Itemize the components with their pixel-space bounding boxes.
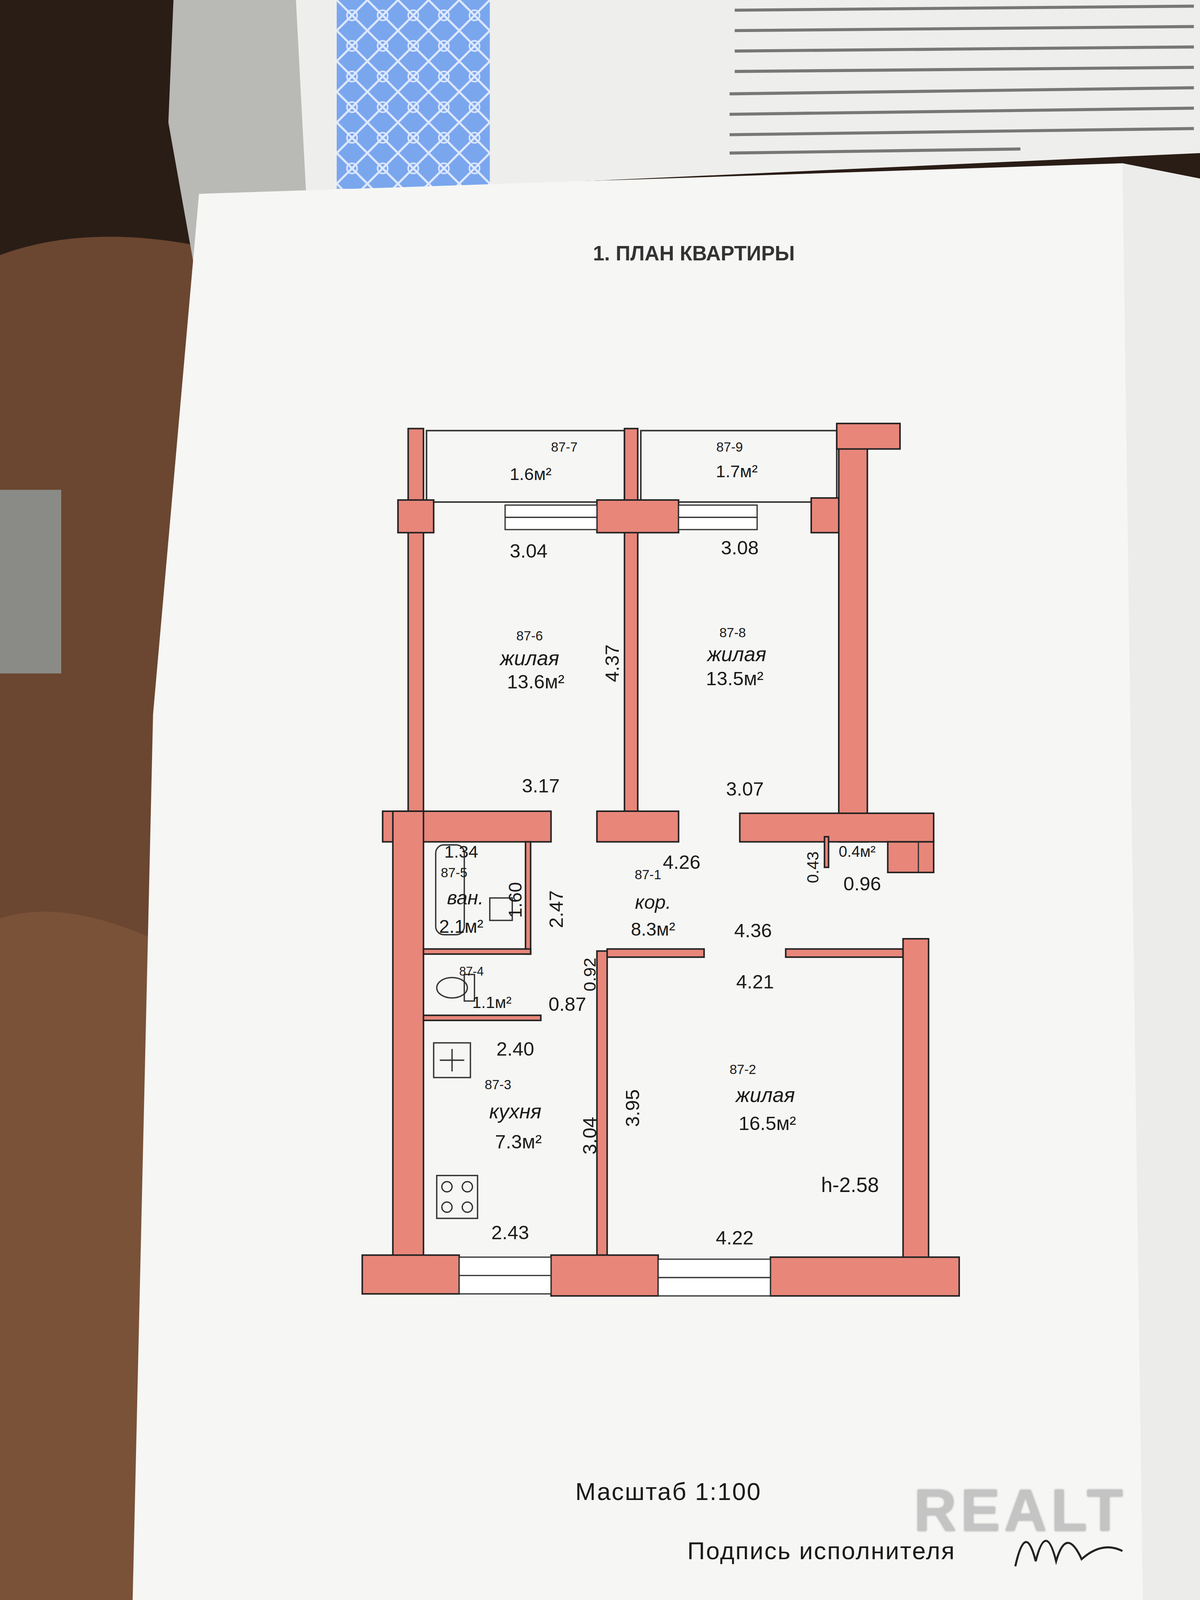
dimension-label: 3.95 [622, 1089, 642, 1127]
plan-title: 1. ПЛАН КВАРТИРЫ [592, 242, 795, 264]
room-area-value: 1.1м² [472, 994, 512, 1012]
footer-note: Подпись исполнителя [687, 1538, 956, 1564]
room-type: кор. [635, 892, 672, 912]
dimension-label: 2.43 [491, 1222, 529, 1242]
room-area: 87-8 жилая 13.5м² [637, 532, 839, 812]
room-area: 0.4м² [828, 838, 888, 864]
dimension-label: 2.47 [546, 890, 566, 928]
room-number: 87-3 [484, 1078, 512, 1092]
room-number: 87-2 [729, 1062, 756, 1076]
dimension-label: h-2.58 [821, 1174, 880, 1195]
room-type: жилая [500, 648, 560, 669]
room-type: жилая [735, 1084, 795, 1106]
room-area-value: 2.1м² [439, 917, 484, 936]
room-area-value: 13.6м² [506, 672, 565, 692]
room-type: ван. [447, 888, 484, 908]
room-area-value: 1.7м² [716, 462, 758, 480]
footer-note: Масштаб 1:100 [575, 1479, 762, 1504]
room-area: 87-2 жилая 16.5м² [607, 957, 904, 1256]
watermark: REALT [913, 1480, 1127, 1540]
dimension-label: 1.34 [444, 843, 478, 861]
dimension-label: 4.22 [716, 1228, 754, 1248]
room-area-value: 1.6м² [509, 466, 552, 484]
dimension-label: 4.37 [602, 644, 622, 682]
dimension-label: 2.40 [496, 1039, 534, 1059]
room-area-value: 13.5м² [706, 668, 764, 688]
room-area-value: 0.4м² [838, 843, 876, 859]
room-number: 87-5 [440, 866, 468, 880]
dimension-label: 0.96 [843, 874, 881, 894]
room-number: 87-7 [551, 440, 578, 454]
room-area-value: 8.3м² [630, 920, 676, 939]
dimension-label: 0.87 [548, 994, 586, 1014]
room-area-value: 7.3м² [494, 1132, 542, 1152]
room-number: 87-6 [516, 629, 543, 643]
room-number: 87-1 [634, 868, 662, 882]
room-number: 87-8 [719, 626, 746, 640]
room-number: 87-9 [716, 440, 743, 454]
dimension-label: 3.08 [720, 538, 759, 558]
dimension-label: 3.17 [522, 776, 560, 796]
room-area: 87-7 1.6м² [426, 430, 625, 503]
room-number: 87-4 [459, 965, 484, 978]
dimension-label: 4.26 [662, 852, 701, 872]
room-type: кухня [489, 1101, 542, 1122]
dimension-label: 4.36 [734, 920, 772, 940]
dimension-label: 0.92 [581, 957, 599, 992]
dimension-label: 4.21 [736, 972, 774, 992]
dimension-label: 3.07 [726, 779, 764, 799]
dimension-label: 0.43 [805, 851, 822, 884]
room-area: 87-4 1.1м² [423, 954, 526, 1016]
dimension-label: 1.60 [506, 882, 525, 918]
room-area: 87-6 жилая 13.6м² [423, 532, 625, 812]
room-type: жилая [707, 644, 767, 665]
dimension-label: 3.04 [509, 541, 548, 561]
dimension-label: 3.04 [580, 1116, 600, 1155]
room-area-value: 16.5м² [738, 1113, 796, 1133]
room-area: 87-9 1.7м² [640, 430, 837, 503]
